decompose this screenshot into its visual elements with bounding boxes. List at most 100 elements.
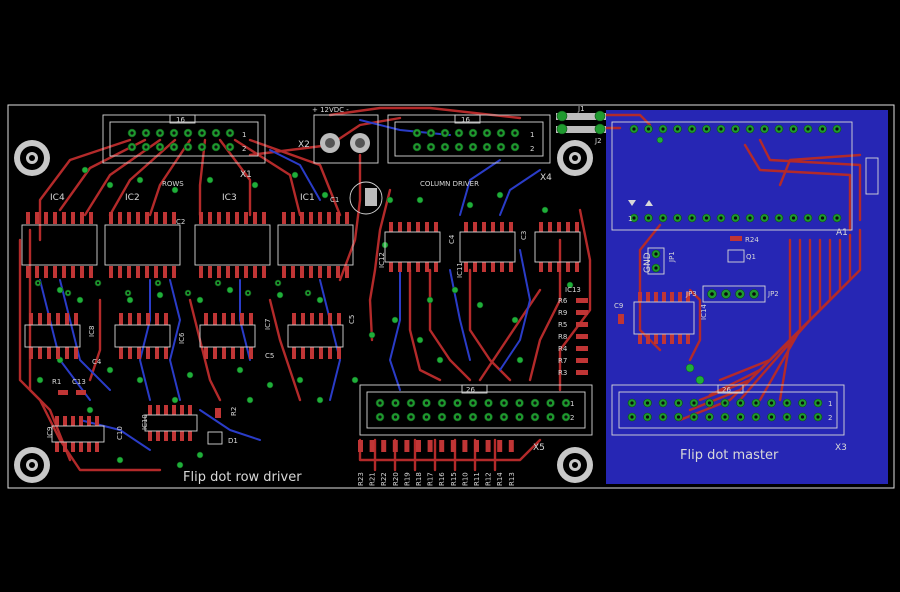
bottom-resistor <box>369 440 375 452</box>
ic-pin <box>204 313 208 325</box>
test-pad-hole <box>246 291 250 295</box>
resistor-column: R6 R9 R5 R8 R4 R7 R3 <box>558 297 588 377</box>
ic-pin <box>309 266 313 278</box>
ic-pin <box>47 313 51 325</box>
ic-pin <box>180 405 184 415</box>
x1-ref-label: X1 <box>240 170 252 180</box>
a1-top-pad-hole <box>748 127 752 131</box>
bottom-resistor <box>358 440 363 452</box>
a1-bottom-pad-hole <box>632 216 636 220</box>
test-pad-hole <box>66 291 70 295</box>
ic-pin <box>434 222 438 232</box>
ic-pin <box>136 266 140 278</box>
ic-pin <box>199 212 203 224</box>
ic-pin <box>65 347 69 359</box>
ic-pin <box>336 266 340 278</box>
x5-pad-hole <box>517 415 522 419</box>
bottom-copper-traces <box>39 119 541 451</box>
ic-pin <box>217 212 221 224</box>
jp-pad-hole <box>738 292 742 296</box>
ic-pin <box>300 266 304 278</box>
mounting-hole-tl <box>14 140 50 176</box>
x3-pad-hole <box>754 401 758 405</box>
x4-pad-hole <box>443 145 447 149</box>
ic-pin <box>89 212 93 224</box>
test-pad-hole <box>126 291 130 295</box>
ic-pin <box>345 212 349 224</box>
bottom-resistor-label: R16 <box>438 472 446 486</box>
ic-pin <box>291 266 295 278</box>
ic-pin <box>318 212 322 224</box>
ic-pin <box>226 266 230 278</box>
c4-label: C4 <box>92 358 102 366</box>
x4-pad-hole <box>513 131 517 135</box>
master-board: A1 1 GND JP1 R24 Q1 JP3 JP2 IC14 C9 26 1… <box>611 121 879 463</box>
x4-pad-hole <box>415 131 419 135</box>
x3-pin-count: 26 <box>722 386 731 394</box>
x1-pad-hole <box>172 145 176 149</box>
x4-pad-hole <box>485 131 489 135</box>
ic-pin <box>145 266 149 278</box>
x1-pad-hole <box>130 145 134 149</box>
x3-pin1-label: 1 <box>828 400 832 408</box>
x5-pad-hole <box>564 401 568 405</box>
x1-pad-hole <box>214 145 218 149</box>
c10-label: C10 <box>116 426 124 440</box>
ic-pin <box>180 431 184 441</box>
x1-pad-hole <box>186 131 190 135</box>
x3-pad-hole <box>630 401 634 405</box>
ic-pin <box>172 212 176 224</box>
mounting-hole-bl <box>14 447 50 483</box>
x3-pad-hole <box>707 415 712 419</box>
bottom-resistor-label: R17 <box>427 472 435 486</box>
ic-pin <box>146 313 150 325</box>
x4-pad-hole <box>485 145 489 149</box>
x3-ref-label: X3 <box>835 443 847 453</box>
ic-pin <box>56 313 60 325</box>
ic-pin <box>548 262 552 272</box>
x4-pad-hole <box>457 131 461 135</box>
jp-pad-hole <box>710 292 714 296</box>
ic-pin <box>164 431 168 441</box>
connector-x4: 16 1 2 X4 COLUMN DRIVER <box>387 114 552 188</box>
ic-pin <box>464 222 468 232</box>
ic-pin <box>291 212 295 224</box>
a1-top-pad-hole <box>646 127 651 131</box>
ic-pin <box>199 266 203 278</box>
jumper-j1-j2: J1 J2 <box>556 105 606 145</box>
ic-pin <box>172 266 176 278</box>
x5-pad-hole <box>424 401 429 405</box>
ic-pin <box>145 212 149 224</box>
ic-pin <box>74 313 78 325</box>
mounting-hole-tm <box>557 140 593 176</box>
ic-pin <box>336 212 340 224</box>
ic-pin <box>119 347 123 359</box>
ic-pin <box>71 416 75 426</box>
ic1-label: IC1 <box>300 193 315 203</box>
ic-pin <box>55 416 59 426</box>
x1-pad-hole <box>228 131 232 135</box>
x5-pin1-label: 1 <box>570 400 574 408</box>
jp-pad-hole <box>752 292 756 296</box>
through-hole-pads <box>26 124 842 452</box>
top-chip-row: IC4 IC2 IC3 IC1 C2 <box>21 193 354 266</box>
ic13-label: IC13 <box>565 286 581 294</box>
a1-bottom-pad-hole <box>733 216 738 220</box>
ic-pin <box>482 222 486 232</box>
ic-pin <box>244 212 248 224</box>
jp-pad-hole <box>724 292 728 296</box>
ic-pin <box>155 313 159 325</box>
x3-pad-hole <box>785 415 789 419</box>
x1-pad-hole <box>172 131 176 135</box>
c3-label: C3 <box>520 231 528 240</box>
ic-pin <box>253 266 257 278</box>
master-ground-pour <box>606 110 888 484</box>
ic-pin <box>500 222 504 232</box>
x1-pad-hole <box>186 145 190 149</box>
ic-pin <box>62 266 66 278</box>
ic-pin <box>240 347 244 359</box>
bottom-resistor <box>497 440 503 452</box>
a1-top-pad-hole <box>762 127 767 131</box>
ic-pin <box>398 262 402 272</box>
bottom-resistor-label: R20 <box>392 472 400 486</box>
